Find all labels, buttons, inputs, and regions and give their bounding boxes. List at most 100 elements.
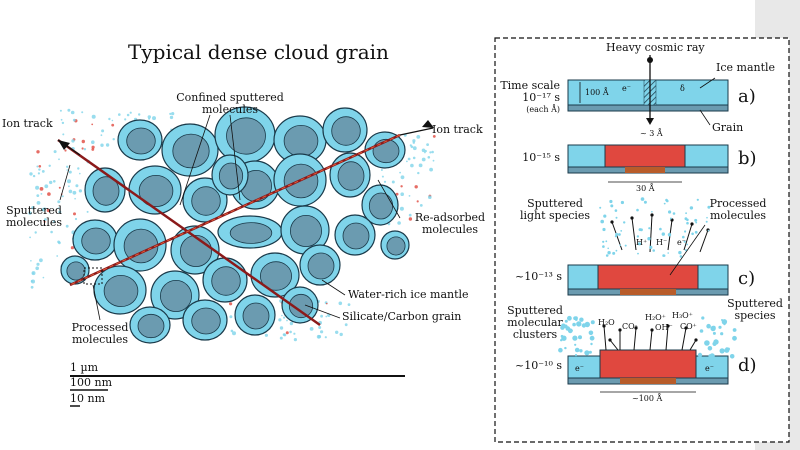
sputtered-dot bbox=[412, 139, 416, 143]
sputtered-dot bbox=[71, 139, 75, 143]
sputtered-dot bbox=[91, 145, 95, 149]
sputtered-dot bbox=[81, 147, 84, 150]
grain-core bbox=[191, 186, 221, 216]
ion-track-line-2 bbox=[57, 138, 321, 327]
light-species-dot bbox=[640, 197, 645, 201]
light-species-dot bbox=[666, 199, 669, 203]
slab-a-grain bbox=[567, 104, 729, 112]
sputtered-dot bbox=[229, 302, 233, 306]
pointer-readsorbed bbox=[377, 179, 401, 219]
chem-e-c: e⁻ bbox=[677, 238, 686, 247]
sputtered-dot bbox=[418, 163, 423, 168]
grain-core bbox=[259, 261, 292, 291]
sputtered-dot bbox=[129, 111, 132, 114]
sputtered-dot bbox=[53, 150, 57, 154]
light-species-dot bbox=[615, 232, 618, 236]
cluster-dot bbox=[563, 324, 568, 329]
processed-box bbox=[83, 267, 103, 285]
sputter-arrow bbox=[649, 214, 653, 253]
label-each: (each Å) bbox=[526, 105, 560, 114]
sputtered-dot bbox=[283, 316, 286, 319]
sputtered-dot bbox=[30, 285, 34, 289]
cluster-dot bbox=[725, 347, 729, 351]
sputtered-dot bbox=[57, 207, 60, 209]
sputtered-dot bbox=[32, 174, 36, 178]
sputtered-dot bbox=[426, 143, 429, 147]
pointer-silicate bbox=[304, 304, 341, 319]
sputtered-dot bbox=[171, 112, 175, 116]
light-species-dot bbox=[602, 240, 605, 243]
sputter-arrow bbox=[609, 339, 619, 351]
cluster-dot bbox=[708, 354, 712, 358]
sputtered-dot bbox=[406, 160, 408, 163]
sputtered-dot bbox=[64, 149, 67, 152]
panel-dots bbox=[558, 197, 737, 359]
sputtered-dot bbox=[81, 139, 86, 144]
label-t-d: ~10⁻¹⁰ s bbox=[515, 359, 562, 372]
sputter-arrow bbox=[665, 325, 669, 351]
label-processed-right: Processed molecules bbox=[709, 197, 767, 222]
light-species-dot bbox=[651, 211, 653, 213]
cluster-dot bbox=[561, 335, 567, 341]
sputtered-dot bbox=[83, 148, 87, 151]
grain-core bbox=[337, 161, 365, 191]
scale-label-100nm: 100 nm bbox=[70, 376, 113, 389]
cluster-dot bbox=[576, 321, 582, 327]
cluster-dot bbox=[707, 346, 713, 351]
light-species-dot bbox=[607, 247, 609, 250]
sputtered-dot bbox=[56, 255, 59, 257]
label-ice-mantle: Ice mantle bbox=[716, 61, 776, 74]
sputtered-dot bbox=[36, 165, 39, 168]
light-species-dot bbox=[652, 249, 655, 252]
grain-core bbox=[191, 307, 221, 335]
light-species-dot bbox=[618, 233, 621, 236]
sputtered-dot bbox=[317, 335, 322, 339]
chem-h-minus: H⁻ bbox=[656, 238, 668, 247]
sputtered-dot bbox=[408, 195, 411, 197]
cluster-dot bbox=[578, 335, 582, 340]
sputtered-dot bbox=[289, 330, 292, 334]
pointer-confined-2 bbox=[229, 114, 241, 201]
sputtered-dot bbox=[318, 326, 322, 329]
sputtered-dot bbox=[391, 180, 395, 184]
label-t-b: 10⁻¹⁵ s bbox=[522, 151, 560, 164]
sputtered-dot bbox=[339, 332, 343, 337]
cluster-dot bbox=[720, 332, 724, 336]
sputtered-dot bbox=[427, 156, 431, 159]
grain-core bbox=[211, 266, 241, 296]
sputtered-dot bbox=[320, 330, 324, 334]
grain-core bbox=[81, 227, 111, 255]
sputtered-dot bbox=[40, 193, 43, 195]
sputtered-dot bbox=[31, 206, 35, 210]
slab-b bbox=[567, 144, 729, 183]
sputtered-dot bbox=[31, 271, 36, 276]
sputtered-dot bbox=[61, 121, 65, 125]
sputtered-dot bbox=[101, 129, 105, 133]
label-mantle: Water-rich ice mantle bbox=[348, 288, 469, 301]
light-species-dot bbox=[689, 206, 694, 210]
sputter-arrow-tip bbox=[666, 324, 670, 328]
light-species-dot bbox=[602, 227, 606, 232]
cluster-dot bbox=[590, 320, 595, 325]
label-sputtered: Sputtered molecules bbox=[6, 204, 62, 229]
chem-h-plus: H⁺ bbox=[636, 238, 648, 247]
sputtered-dot bbox=[38, 168, 41, 171]
light-species-dot bbox=[679, 255, 683, 258]
sputtered-dot bbox=[75, 184, 79, 188]
sputtered-dot bbox=[38, 165, 42, 168]
sputtered-dot bbox=[48, 164, 51, 167]
sputtered-dot bbox=[282, 333, 286, 336]
sputtered-dot bbox=[67, 179, 71, 184]
slab-c bbox=[567, 264, 729, 296]
sputtered-dot bbox=[285, 331, 289, 335]
sputter-arrows bbox=[602, 213, 710, 351]
cluster-dot bbox=[581, 323, 587, 328]
sputtered-dot bbox=[169, 115, 174, 120]
grain-core bbox=[342, 222, 370, 250]
sputtered-dot bbox=[112, 138, 115, 141]
chem-oh: OH⁻ bbox=[655, 323, 673, 332]
sputtered-dot bbox=[67, 108, 71, 112]
grain-core bbox=[242, 302, 270, 330]
label-silicate: Silicate/Carbon grain bbox=[342, 310, 462, 323]
sputter-arrow-tip bbox=[684, 326, 688, 330]
